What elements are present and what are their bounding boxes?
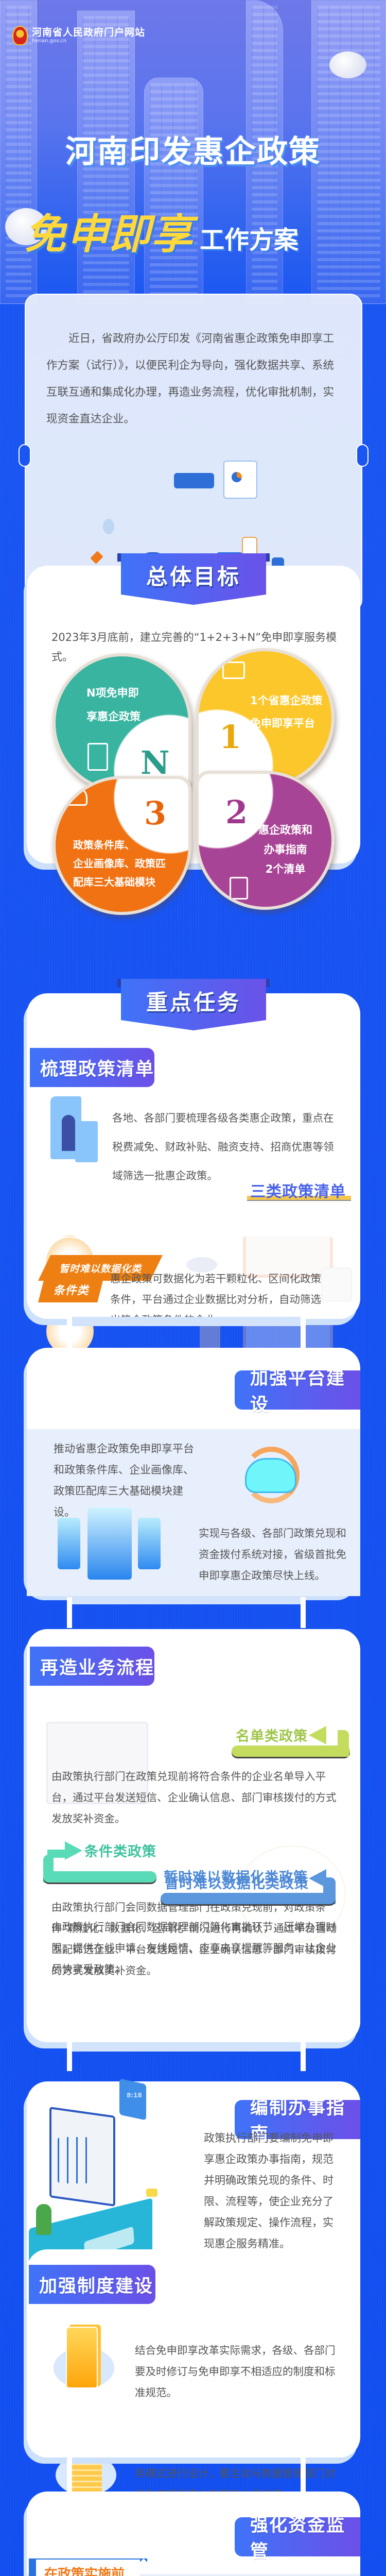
process-item-label: 名单类政策 (236, 1728, 308, 1744)
building-illustration (0, 0, 37, 304)
subheading-three-policy-lists: 三类政策清单 (250, 1183, 346, 1201)
tag-system: 加强制度建设 (29, 2265, 155, 2304)
card-connector (67, 2458, 72, 2492)
connector-fill (72, 1317, 301, 1326)
card-connector (67, 1597, 72, 1628)
process-item-text: 由政策执行部门会同数据管理部门简化审批环节，压缩办理时限，提供在线申请、在线反馈… (51, 1921, 337, 1975)
clock-display: 8:18 (127, 2092, 142, 2099)
card-connector (301, 1317, 306, 1348)
process-item-label: 暂时难以数据化类政策 (164, 1870, 308, 1886)
arrow-bar (232, 1745, 350, 1757)
card-connector (67, 1317, 72, 1348)
banner-ear (265, 553, 270, 562)
site-name: 河南省人民政府门户网站 (32, 27, 146, 38)
monitor-icon (222, 662, 245, 679)
connector-fill (72, 2043, 301, 2052)
subheading-underline (247, 1196, 351, 1201)
arrow-bend (338, 1730, 349, 1757)
title-suffix: 工作方案 (200, 226, 299, 255)
title-highlight: 免申即享 (25, 210, 194, 258)
buildings-icon (87, 743, 108, 771)
goal-item-label: 享惠企政策 (86, 710, 141, 723)
goal-item-3: 3 政策条件库、 企业画像库、政策匹 配库三大基础模块 (52, 776, 191, 915)
site-logo[interactable]: 河南省人民政府门户网站 henan.gov.cn (12, 26, 145, 45)
process-item-label: 暂时难以数据化类政策 (165, 1876, 309, 1892)
section-banner-overall-goal: 总体目标 (121, 553, 266, 605)
overall-goal-card: 2023年3月底前，建立完善的“1+2+3+N”免申即享服务模式。 N项免申即 … (27, 566, 360, 915)
arrow-left-icon (309, 1726, 326, 1744)
goal-item-1: 1个省惠企政策 免申即享平台 1 (196, 648, 335, 787)
banner-ear (117, 979, 122, 987)
cloud-decoration (329, 52, 366, 78)
goal-item-n: N项免申即 享惠企政策 N (52, 653, 191, 792)
goal-item-label: 免申即享平台 (250, 717, 315, 730)
platform-text-1: 推动省惠企政策免申即享平台和政策条件库、企业画像库、政策匹配库三大基础模块建设。 (54, 1443, 194, 1518)
goal-item-label: 2个清单 (265, 863, 306, 875)
process-item-label: 条件类政策 (84, 1844, 156, 1860)
goal-item-number: N (141, 744, 170, 782)
arrow-stem (47, 1850, 68, 1858)
process-card: 再造业务流程 名单类政策 由政策执行部门在政策兑现前将符合条件的企业名单导入平台… (27, 1629, 360, 2042)
funds-band (27, 2574, 360, 2576)
intro-text: 近日，省政府办公厅印发《河南省惠企政策免申即享工作方案（试行）》，以便民利企为导… (46, 332, 335, 426)
monitor-illustration (46, 1722, 148, 1804)
card-connector (301, 1597, 306, 1628)
card-notch (19, 444, 31, 467)
platform-text-2: 实现与各级、各部门政策兑现和资金拨付系统对接，省级首批免申即享惠企政策尽快上线。 (199, 1527, 346, 1582)
goal-item-label: 企业画像库、政策匹 (73, 857, 166, 870)
goal-item-2: 2 惠企政策和 办事指南 2个清单 (196, 771, 335, 910)
section-banner-title: 总体目标 (146, 564, 241, 589)
card-notch (356, 444, 369, 467)
section-banner-key-tasks: 重点任务 (121, 979, 266, 1030)
goal-item-label: 配库三大基础模块 (73, 876, 155, 888)
system-card: 加强制度建设 结合免申即享改革实际需求，各级、各部门要及时修订与免申即享不相适应… (27, 2249, 360, 2501)
goal-item-number: 1 (219, 718, 242, 756)
cloud-network-icon (67, 787, 87, 806)
national-emblem-icon (12, 26, 28, 45)
building-illustration (311, 0, 386, 304)
goal-item-label: 惠企政策和 (258, 824, 312, 836)
arrow-bar (43, 1871, 156, 1883)
card-connector (301, 2040, 306, 2071)
hero-banner: 河南省人民政府门户网站 henan.gov.cn 河南印发惠企政策 免申即享 工… (0, 0, 386, 304)
goal-item-label: 1个省惠企政策 (250, 694, 323, 707)
system-item-text: 结合免申即享改革实际需求，各级、各部门要及时修订与免申即享不相适应的制度和标准规… (135, 2344, 336, 2399)
goal-item-label: 政策条件库、 (73, 839, 135, 851)
category-badge: 暂时难以数据化类 (38, 1255, 163, 1281)
tag-funds: 强化资金监管 (235, 2515, 360, 2562)
building-illustration (77, 10, 135, 304)
page-title: 河南印发惠企政策 (65, 134, 321, 170)
goal-text: 2023年3月底前，建立完善的“1+2+3+N”免申即享服务模式。 (51, 631, 337, 663)
goal-item-number: 3 (144, 794, 167, 832)
books-icon (66, 2327, 98, 2388)
card-connector (301, 2458, 306, 2492)
section-banner-title: 重点任务 (146, 990, 241, 1015)
tag-process: 再造业务流程 (30, 1647, 154, 1686)
building-illustration (246, 0, 283, 304)
connector-fill (72, 1597, 301, 1604)
banner-ear (117, 553, 122, 562)
goal-item-label: N项免申即 (86, 687, 139, 699)
cloud-decoration (5, 208, 47, 245)
book-icon (230, 877, 248, 900)
guide-text: 政策执行部门要编制免申即享惠企政策办事指南，规范并明确政策兑现的条件、时限、流程… (204, 2132, 334, 2250)
building-illustration (144, 77, 203, 304)
platform-card: 加强平台建设 推动省惠企政策免申即享平台和政策条件库、企业画像库、政策匹配库三大… (27, 1348, 360, 1596)
card-connector (67, 2040, 72, 2071)
banner-ear (265, 979, 270, 987)
site-domain: henan.gov.cn (32, 38, 67, 44)
fund-stage-label: 在政策实施前 (29, 2558, 147, 2576)
tag-platform: 加强平台建设 (235, 1368, 360, 1415)
goal-item-number: 2 (225, 793, 248, 831)
process-item-text: 由政策执行部门在政策兑现前将符合条件的企业名单导入平台，通过平台发送短信、企业确… (51, 1770, 337, 1825)
page-subtitle: 免申即享 工作方案 (25, 201, 299, 261)
system-card-bottom (27, 2421, 360, 2458)
tag-sort-policy: 梳理政策清单 (30, 1048, 154, 1087)
sort-policy-text: 各地、各部门要梳理各级各类惠企政策，重点在税费减免、财政补贴、融资支持、招商优惠… (112, 1112, 334, 1182)
category-badge: 条件类 (38, 1277, 104, 1302)
goal-item-label: 办事指南 (264, 843, 307, 856)
platform-band (27, 1429, 360, 1596)
arrow-bar (161, 1893, 336, 1904)
